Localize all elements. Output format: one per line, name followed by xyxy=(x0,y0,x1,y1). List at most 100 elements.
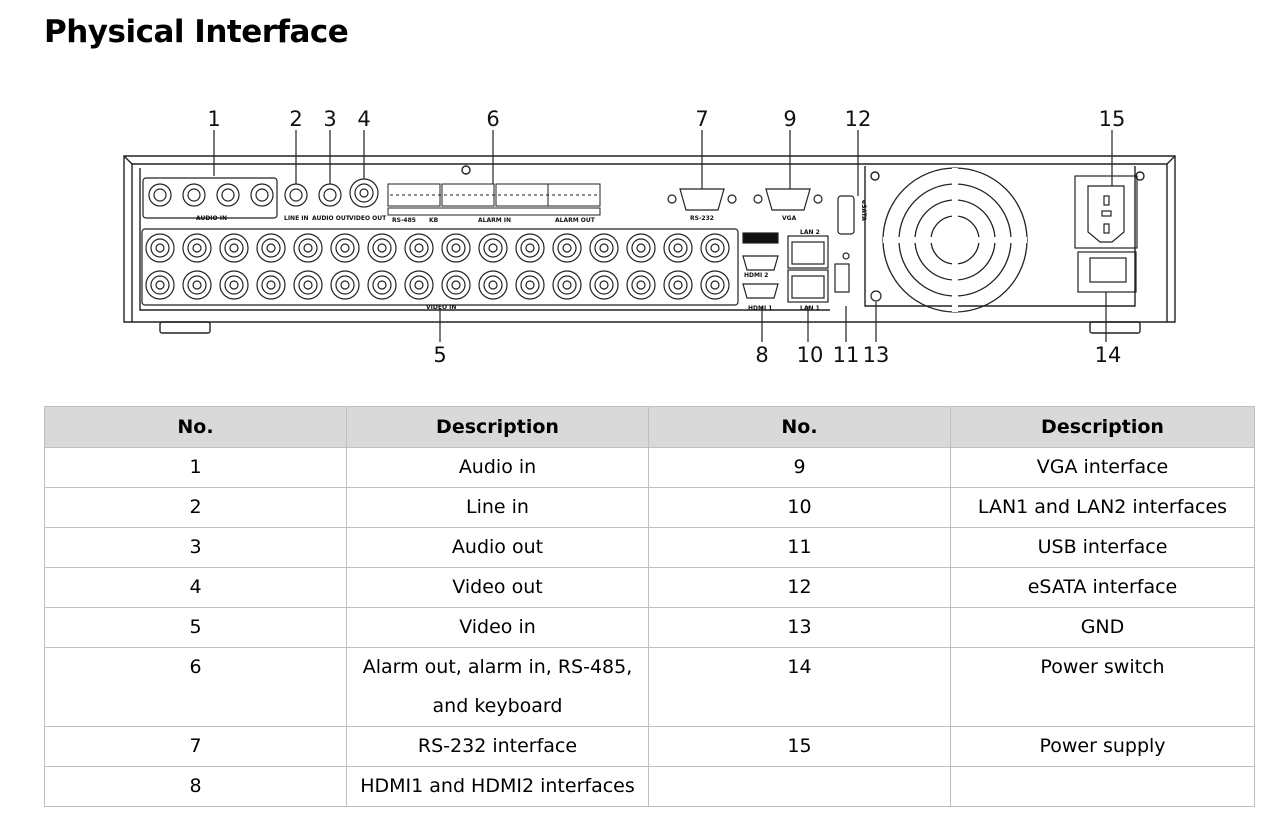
bnc-connector xyxy=(451,243,461,253)
bnc-connector xyxy=(224,238,244,258)
alarm-in-label: ALARM IN xyxy=(478,217,511,224)
bnc-connector xyxy=(673,243,683,253)
header-description-2: Description xyxy=(950,406,1255,448)
video-in-label: VIDEO IN xyxy=(426,304,456,311)
table-row: 2 Line in 10 LAN1 and LAN2 interfaces xyxy=(44,487,1255,528)
cell-no: 3 xyxy=(44,527,347,568)
bnc-connector xyxy=(335,238,355,258)
table-row: 7 RS-232 interface 15 Power supply xyxy=(44,726,1255,767)
bnc-connector xyxy=(404,270,434,300)
callout-5: 5 xyxy=(433,343,446,367)
bnc-connector xyxy=(266,280,276,290)
cell-no: 10 xyxy=(648,487,951,528)
bnc-connector xyxy=(224,275,244,295)
db9-connectors xyxy=(667,188,823,211)
header-no-1: No. xyxy=(44,406,347,448)
bnc-connector xyxy=(599,280,609,290)
bnc-connector xyxy=(266,243,276,253)
bnc-connector xyxy=(372,275,392,295)
table-row: 8 HDMI1 and HDMI2 interfaces xyxy=(44,766,1255,807)
cell-description: Video out xyxy=(346,567,649,608)
vga-label: VGA xyxy=(782,215,797,222)
cell-no: 12 xyxy=(648,567,951,608)
table-row: 6 Alarm out, alarm in, RS-485, and keybo… xyxy=(44,647,1255,727)
bnc-connector xyxy=(700,270,730,300)
cell-description: Power switch xyxy=(950,647,1255,727)
cell-no: 8 xyxy=(44,766,347,807)
bnc-connector xyxy=(552,270,582,300)
rear-panel-diagram: AUDIO IN LINE IN AUDIO OUT VIDEO OUT RS-… xyxy=(0,90,1280,390)
cell-description: RS-232 interface xyxy=(346,726,649,767)
rear-panel-svg: AUDIO IN LINE IN AUDIO OUT VIDEO OUT RS-… xyxy=(123,107,1176,367)
fan-grille xyxy=(882,167,1028,313)
esata-label: eSATA xyxy=(860,200,867,221)
bnc-connector xyxy=(404,233,434,263)
audio-in-label: AUDIO IN xyxy=(196,215,227,222)
cell-no xyxy=(648,766,951,807)
table-header-row: No. Description No. Description xyxy=(44,406,1255,448)
bnc-connector xyxy=(636,280,646,290)
cell-no: 9 xyxy=(648,447,951,488)
audio-in-group xyxy=(142,177,379,219)
line-in-label: LINE IN xyxy=(284,215,309,222)
hdmi-lan-ports xyxy=(742,195,882,303)
bnc-connector xyxy=(589,233,619,263)
cell-no: 6 xyxy=(44,647,347,727)
callout-8: 8 xyxy=(755,343,768,367)
callout-1: 1 xyxy=(207,107,220,131)
bnc-connector xyxy=(525,243,535,253)
bnc-connector xyxy=(340,243,350,253)
cell-description: USB interface xyxy=(950,527,1255,568)
video-out-label: VIDEO OUT xyxy=(349,215,387,222)
bnc-connector xyxy=(636,243,646,253)
bnc-connector xyxy=(626,270,656,300)
table-row: 1 Audio in 9 VGA interface xyxy=(44,447,1255,488)
header-no-2: No. xyxy=(648,406,951,448)
bnc-connector xyxy=(229,280,239,290)
bnc-connector xyxy=(668,275,688,295)
cell-no: 11 xyxy=(648,527,951,568)
cell-description: VGA interface xyxy=(950,447,1255,488)
cell-description: GND xyxy=(950,607,1255,648)
bnc-connector xyxy=(187,238,207,258)
bnc-connector xyxy=(515,270,545,300)
page-title: Physical Interface xyxy=(44,14,349,50)
bnc-connector xyxy=(478,270,508,300)
bnc-connector xyxy=(409,275,429,295)
bnc-connector xyxy=(488,280,498,290)
cell-description: Video in xyxy=(346,607,649,648)
bnc-connector xyxy=(562,280,572,290)
bnc-connector xyxy=(520,275,540,295)
bnc-connector xyxy=(562,243,572,253)
bnc-connector xyxy=(229,243,239,253)
cell-description: Audio in xyxy=(346,447,649,488)
bnc-connector xyxy=(557,275,577,295)
bnc-connector xyxy=(663,233,693,263)
bnc-connector xyxy=(631,275,651,295)
cell-description: eSATA interface xyxy=(950,567,1255,608)
bnc-connector xyxy=(261,275,281,295)
bnc-connector xyxy=(145,233,175,263)
bnc-connector xyxy=(700,233,730,263)
cell-no: 7 xyxy=(44,726,347,767)
table-row: 4 Video out 12 eSATA interface xyxy=(44,567,1255,608)
rs232-label: RS-232 xyxy=(690,215,714,222)
hdmi1-label: HDMI 1 xyxy=(748,305,772,312)
callout-leaders xyxy=(213,130,1113,342)
callout-7: 7 xyxy=(695,107,708,131)
cell-no: 5 xyxy=(44,607,347,648)
bnc-connector xyxy=(377,243,387,253)
bnc-connector xyxy=(515,233,545,263)
video-in-bnc-grid xyxy=(141,228,739,306)
cell-no: 1 xyxy=(44,447,347,488)
bnc-connector xyxy=(330,270,360,300)
bnc-connector xyxy=(187,275,207,295)
cell-description: HDMI1 and HDMI2 interfaces xyxy=(346,766,649,807)
callout-9: 9 xyxy=(783,107,796,131)
table-row: 5 Video in 13 GND xyxy=(44,607,1255,648)
bnc-connector xyxy=(483,238,503,258)
callout-6: 6 xyxy=(486,107,499,131)
bnc-connector xyxy=(483,275,503,295)
cell-no: 4 xyxy=(44,567,347,608)
bnc-connector xyxy=(155,280,165,290)
